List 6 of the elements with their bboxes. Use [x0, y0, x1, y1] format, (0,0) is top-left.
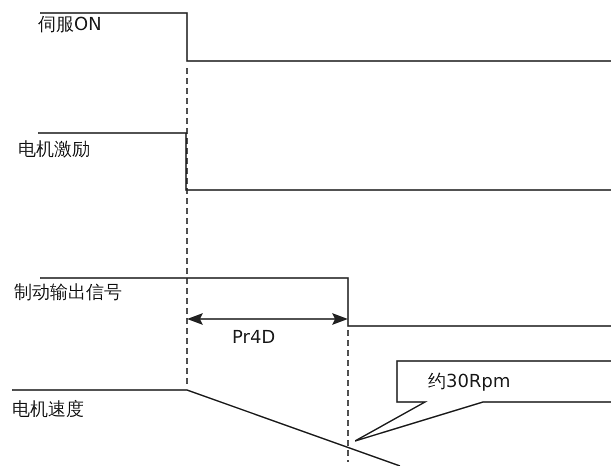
signal-label: 制动输出信号 [14, 282, 122, 304]
signal-label: 电机速度 [12, 399, 84, 421]
callout-bubble: 约30Rpm [355, 360, 611, 442]
dimension-label: Pr4D [232, 327, 276, 349]
signal-label: 伺服ON [38, 14, 102, 36]
signal-label: 电机激励 [18, 139, 90, 161]
